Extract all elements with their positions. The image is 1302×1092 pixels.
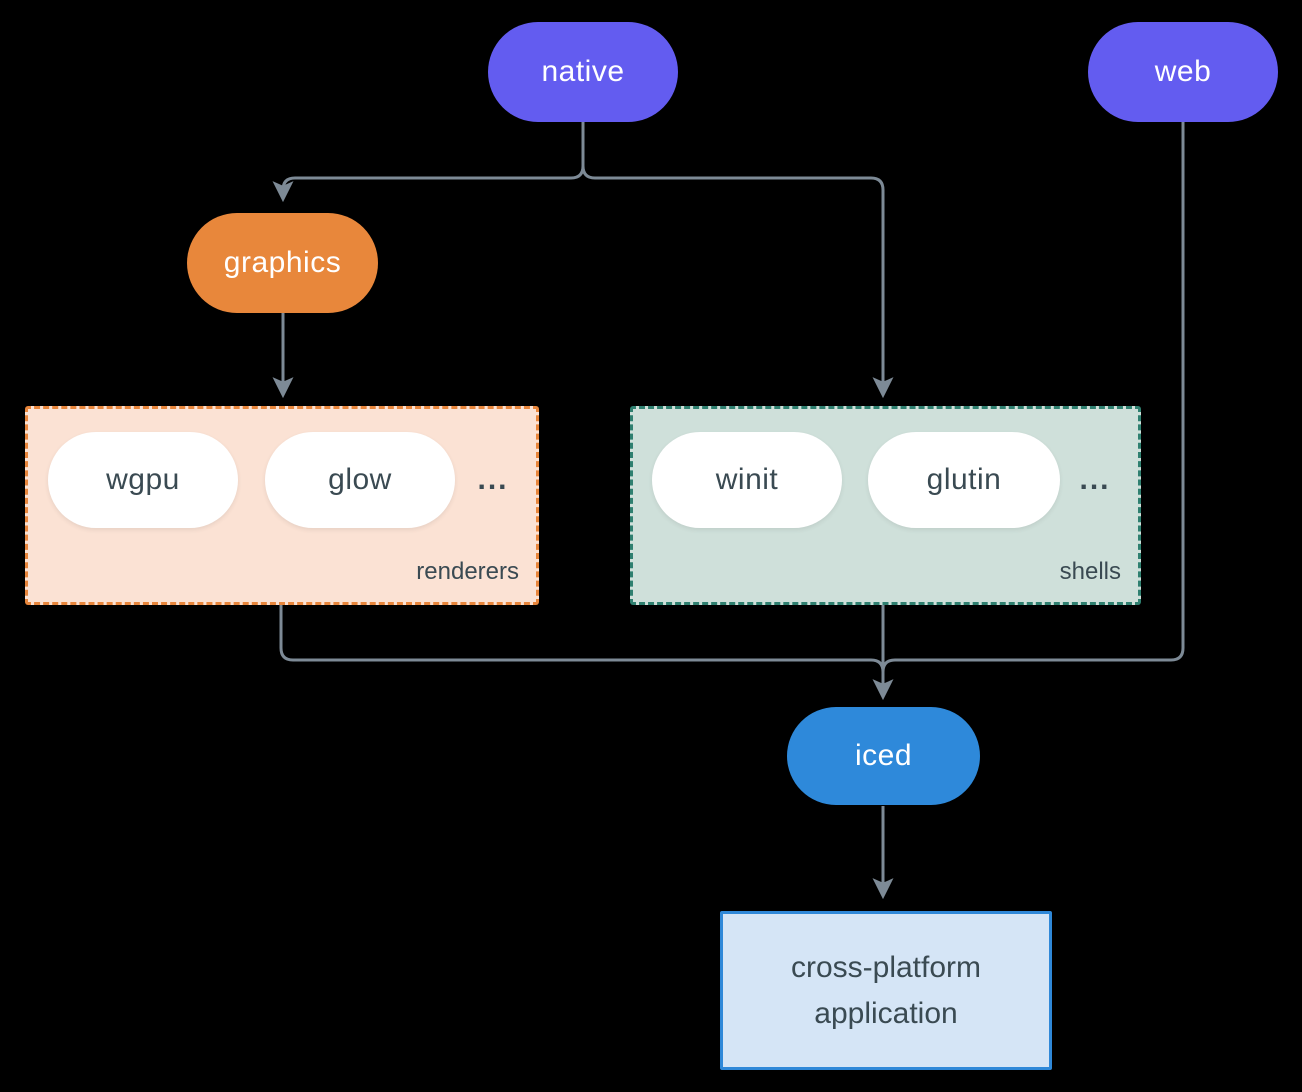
pill-glow: glow (265, 432, 455, 528)
node-web-label: web (1154, 55, 1212, 88)
node-native-label: native (541, 55, 625, 88)
node-graphics-label: graphics (223, 246, 342, 279)
edge-native-graphics (272, 122, 585, 203)
node-web: web (1088, 22, 1278, 122)
pill-glow-label: glow (328, 463, 392, 496)
node-cross-platform-application: cross-platform application (720, 911, 1052, 1070)
pill-winit-label: winit (715, 463, 779, 496)
renderers-ellipsis: ... (477, 463, 509, 496)
pill-wgpu-label: wgpu (106, 463, 180, 496)
pill-glutin: glutin (868, 432, 1060, 528)
edge-native-shells (581, 122, 894, 399)
application-label-line2: application (814, 996, 958, 1030)
shells-ellipsis: ... (1079, 463, 1111, 496)
pill-winit: winit (652, 432, 842, 528)
node-graphics: graphics (187, 213, 378, 313)
edge-renderers-collector (279, 599, 885, 673)
node-iced: iced (787, 707, 980, 805)
group-renderers-label: renderers (416, 558, 519, 585)
group-shells-label: shells (1059, 558, 1121, 585)
node-iced-label: iced (854, 739, 913, 772)
application-label-line1: cross-platform (790, 950, 982, 984)
node-native: native (488, 22, 678, 122)
pill-wgpu: wgpu (48, 432, 238, 528)
pill-glutin-label: glutin (926, 463, 1002, 496)
